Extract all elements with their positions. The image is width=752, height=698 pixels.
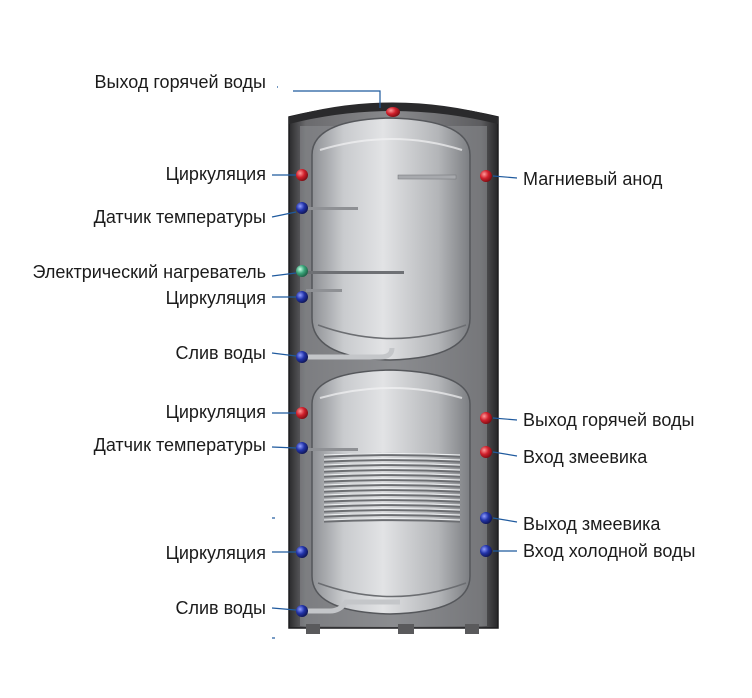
drain-1-connector xyxy=(296,351,308,363)
coil-turn-highlight xyxy=(323,512,461,516)
drain-2-connector xyxy=(296,605,308,617)
coil-turn-highlight xyxy=(323,467,461,471)
coil-turn xyxy=(323,452,461,458)
label-temperature-sensor-1: Датчик температуры xyxy=(93,207,266,227)
label-hot-water-outlet-top: Выход горячей воды xyxy=(94,72,266,92)
coil-turn xyxy=(323,517,461,523)
coil-turn-highlight xyxy=(323,457,461,461)
internal-rods xyxy=(306,174,457,451)
left-connectors xyxy=(296,169,308,617)
label-temperature-sensor-2: Датчик температуры xyxy=(93,435,266,455)
heat-exchanger-coil xyxy=(323,452,461,523)
coil-turn xyxy=(323,487,461,493)
circulation-2-connector xyxy=(296,291,308,303)
upper-tank xyxy=(311,117,471,361)
coil-inlet-connector xyxy=(480,446,492,458)
coil-turn-highlight xyxy=(323,472,461,476)
right-connectors xyxy=(480,170,492,557)
coil-turn-highlight xyxy=(323,462,461,466)
coil-turn xyxy=(323,492,461,498)
coil-turn xyxy=(323,457,461,463)
coil-turn xyxy=(323,472,461,478)
cold-water-inlet-connector xyxy=(480,545,492,557)
coil-turn-highlight xyxy=(323,477,461,481)
coil-turn xyxy=(323,502,461,508)
label-coil-outlet: Выход змеевика xyxy=(523,514,661,534)
coil-turn xyxy=(323,462,461,468)
electric-heater-connector xyxy=(296,265,308,277)
coil-turn-highlight xyxy=(323,492,461,496)
leader-lines xyxy=(271,86,518,639)
coil-turn-highlight xyxy=(323,497,461,501)
coil-turn xyxy=(323,482,461,488)
hot-water-outlet-lower-connector xyxy=(480,412,492,424)
label-coil-inlet: Вход змеевика xyxy=(523,447,648,467)
temp-sensor-2-connector xyxy=(296,442,308,454)
circulation-3-connector xyxy=(296,407,308,419)
coil-turn-highlight xyxy=(323,517,461,521)
coil-outlet-connector xyxy=(480,512,492,524)
label-drain-1: Слив воды xyxy=(175,343,266,363)
hot-water-outlet-connector xyxy=(386,107,400,117)
coil-turn xyxy=(323,507,461,513)
label-magnesium-anode: Магниевый анод xyxy=(523,169,663,189)
label-electric-heater: Электрический нагреватель xyxy=(32,262,266,282)
label-circulation-2: Циркуляция xyxy=(165,288,266,308)
label-hot-water-outlet-lower: Выход горячей воды xyxy=(523,410,695,430)
coil-turn-highlight xyxy=(323,482,461,486)
label-circulation-1: Циркуляция xyxy=(165,164,266,184)
coil-turn xyxy=(323,467,461,473)
coil-turn-highlight xyxy=(323,502,461,506)
coil-turn-highlight xyxy=(323,507,461,511)
coil-turn-highlight xyxy=(323,487,461,491)
tank-feet xyxy=(306,624,479,634)
label-circulation-3: Циркуляция xyxy=(165,402,266,422)
coil-turn xyxy=(323,512,461,518)
circulation-1-connector xyxy=(296,169,308,181)
magnesium-anode-connector xyxy=(480,170,492,182)
coil-turn xyxy=(323,477,461,483)
coil-turn-highlight xyxy=(323,452,461,456)
coil-turn xyxy=(323,497,461,503)
label-cold-water-inlet: Вход холодной воды xyxy=(523,541,696,561)
circulation-4-connector xyxy=(296,546,308,558)
label-drain-2: Слив воды xyxy=(175,598,266,618)
label-circulation-4: Циркуляция xyxy=(165,543,266,563)
drain-pipes xyxy=(304,347,400,614)
temp-sensor-1-connector xyxy=(296,202,308,214)
